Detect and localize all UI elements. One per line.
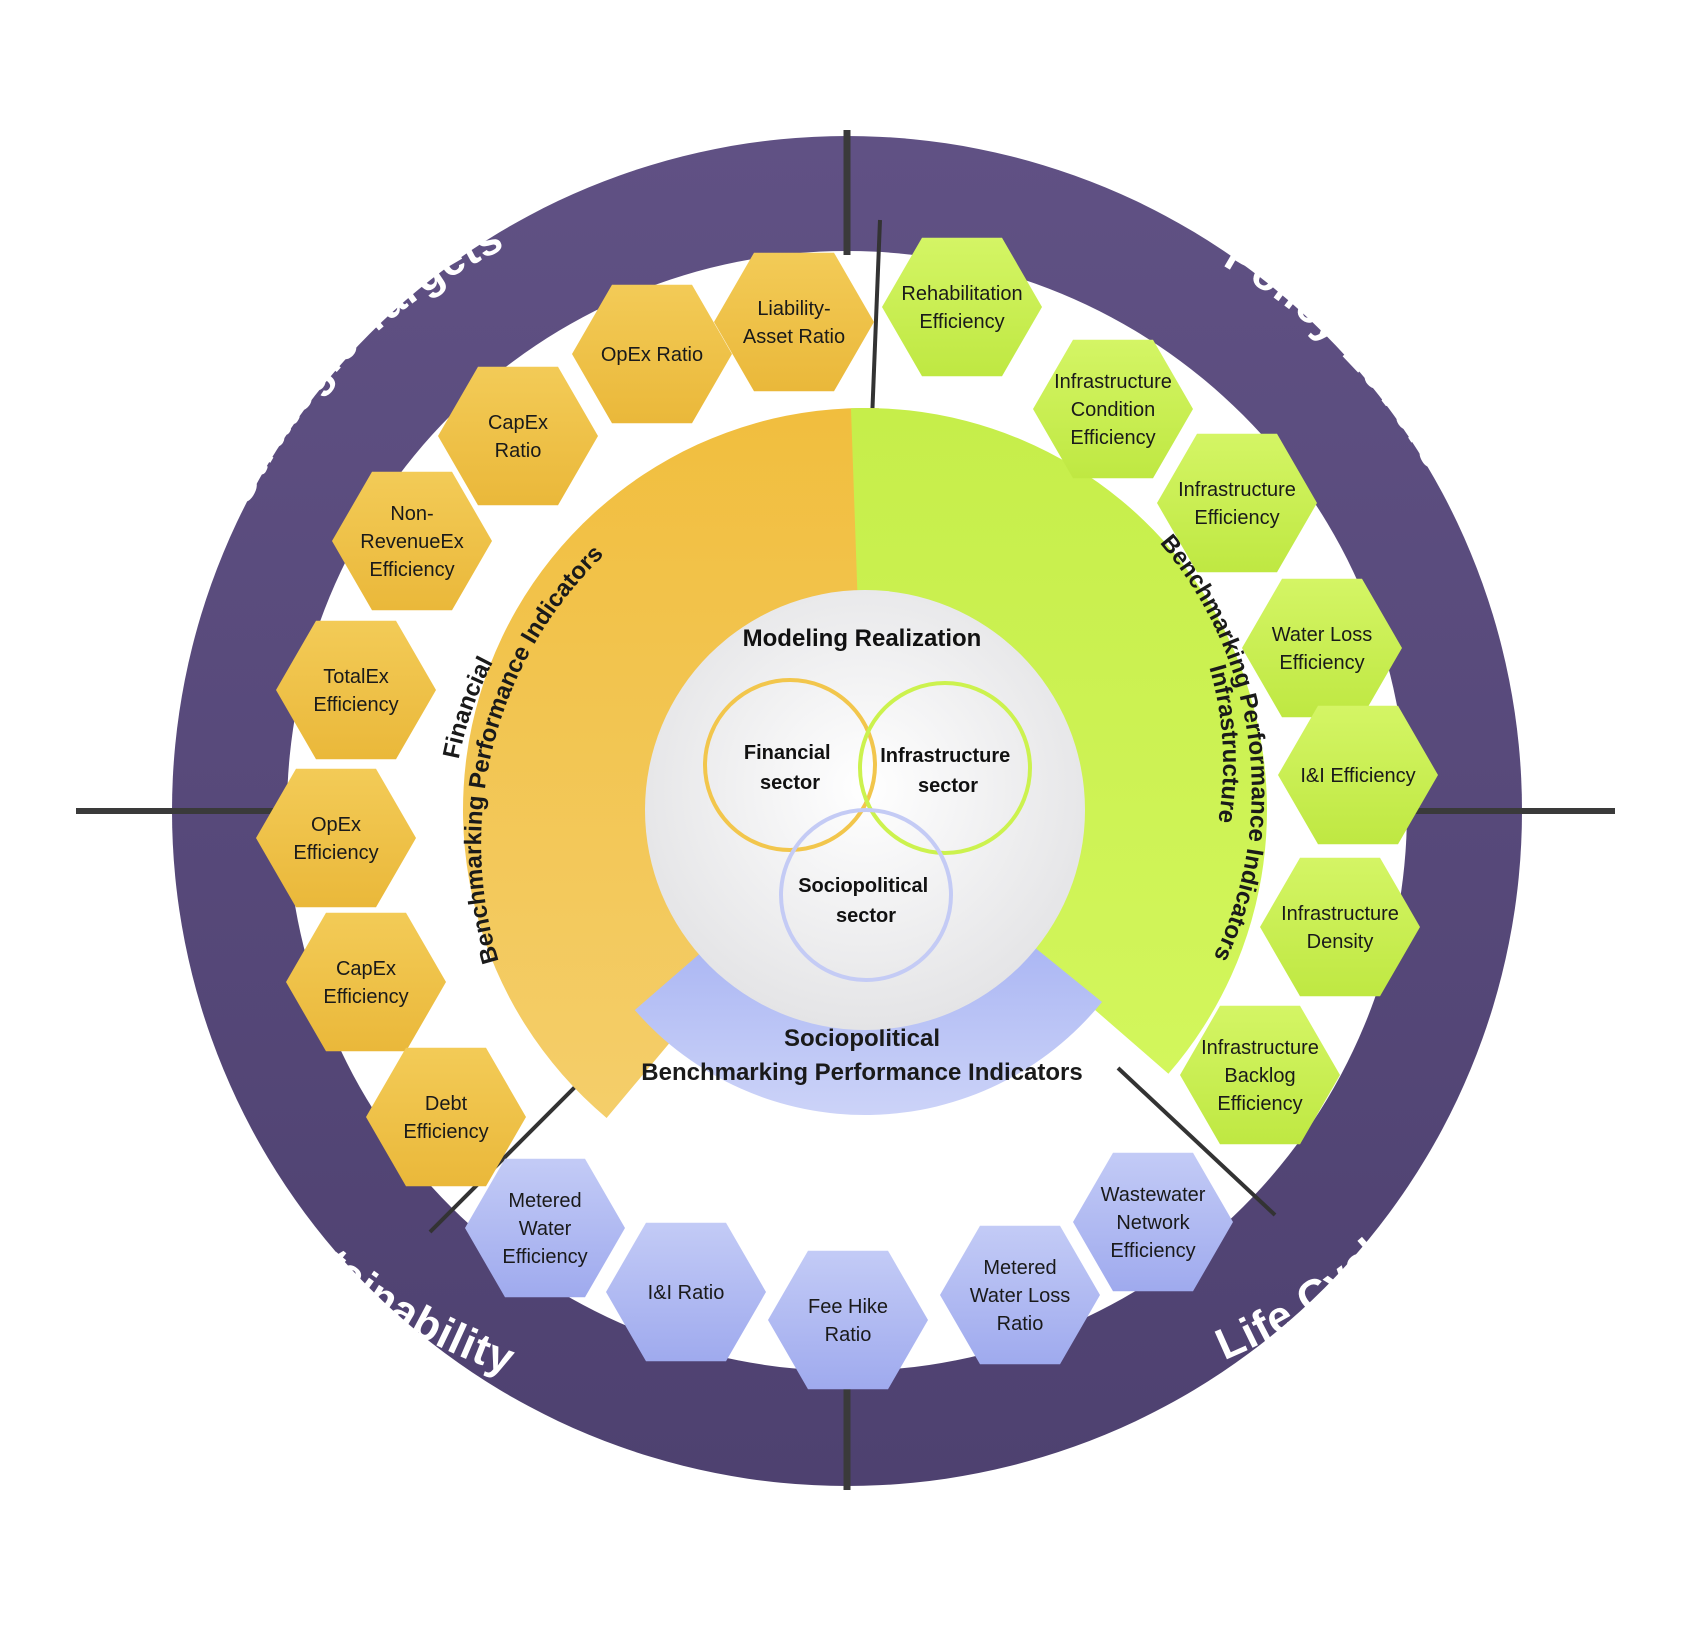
sociopolitical-venn-circle xyxy=(779,808,953,982)
infrastructure-hexagon-shape xyxy=(1278,705,1438,845)
sociopolitical-hexagon-shape xyxy=(940,1225,1100,1365)
financial-hexagon-shape xyxy=(714,252,874,392)
infrastructure-hexagon: I&I Efficiency xyxy=(1278,705,1438,845)
financial-hexagon-shape xyxy=(276,620,436,760)
infrastructure-hexagon-shape xyxy=(1033,339,1193,479)
infrastructure-hexagon-shape xyxy=(1180,1005,1340,1145)
sociopolitical-hexagon: I&I Ratio xyxy=(606,1222,766,1362)
infrastructure-hexagon-shape xyxy=(1157,433,1317,573)
sector-divider-right xyxy=(1116,1066,1277,1217)
infrastructure-hexagon-shape xyxy=(1260,857,1420,997)
financial-hexagon-shape xyxy=(332,471,492,611)
infrastructure-venn-circle xyxy=(858,681,1032,855)
infrastructure-sector-venn-label: Infrastructure sector xyxy=(880,745,1016,797)
sector-divider-left xyxy=(428,1060,602,1234)
financial-hexagon-shape xyxy=(438,366,598,506)
sociopolitical-hexagon-label: I&I Ratio xyxy=(648,1282,725,1304)
financial-hexagon: OpEx Ratio xyxy=(572,284,732,424)
sociopolitical-hexagon-shape xyxy=(465,1158,625,1298)
financial-hexagon-shape xyxy=(286,912,446,1052)
sector-divider-top xyxy=(870,219,882,421)
financial-sector-venn-label: Financial sector xyxy=(744,742,836,794)
sociopolitical-hexagon-shape xyxy=(606,1222,766,1362)
financial-hexagon: Liability-Asset Ratio xyxy=(714,252,874,392)
financial-venn-circle xyxy=(703,678,877,852)
infrastructure-hexagon-shape xyxy=(1242,578,1402,718)
financial-hexagon-label: OpEx Ratio xyxy=(601,344,703,366)
sociopolitical-sector-subtitle: Benchmarking Performance Indicators xyxy=(641,1059,1082,1086)
infrastructure-hexagon-shape xyxy=(882,237,1042,377)
modeling-realization-title: Modeling Realization xyxy=(743,625,982,652)
financial-hexagon-shape xyxy=(366,1047,526,1187)
sociopolitical-hexagon-shape xyxy=(1073,1152,1233,1292)
sociopolitical-sector-venn-label: Sociopolitical sector xyxy=(798,875,934,927)
financial-hexagon-label: Liability-Asset Ratio xyxy=(743,298,845,348)
financial-hexagon-shape xyxy=(256,768,416,908)
infrastructure-hexagon-label: I&I Efficiency xyxy=(1300,765,1415,787)
financial-hexagon-shape xyxy=(572,284,732,424)
financial-sector-wedge xyxy=(462,407,880,1118)
sociopolitical-hexagon-shape xyxy=(768,1250,928,1390)
